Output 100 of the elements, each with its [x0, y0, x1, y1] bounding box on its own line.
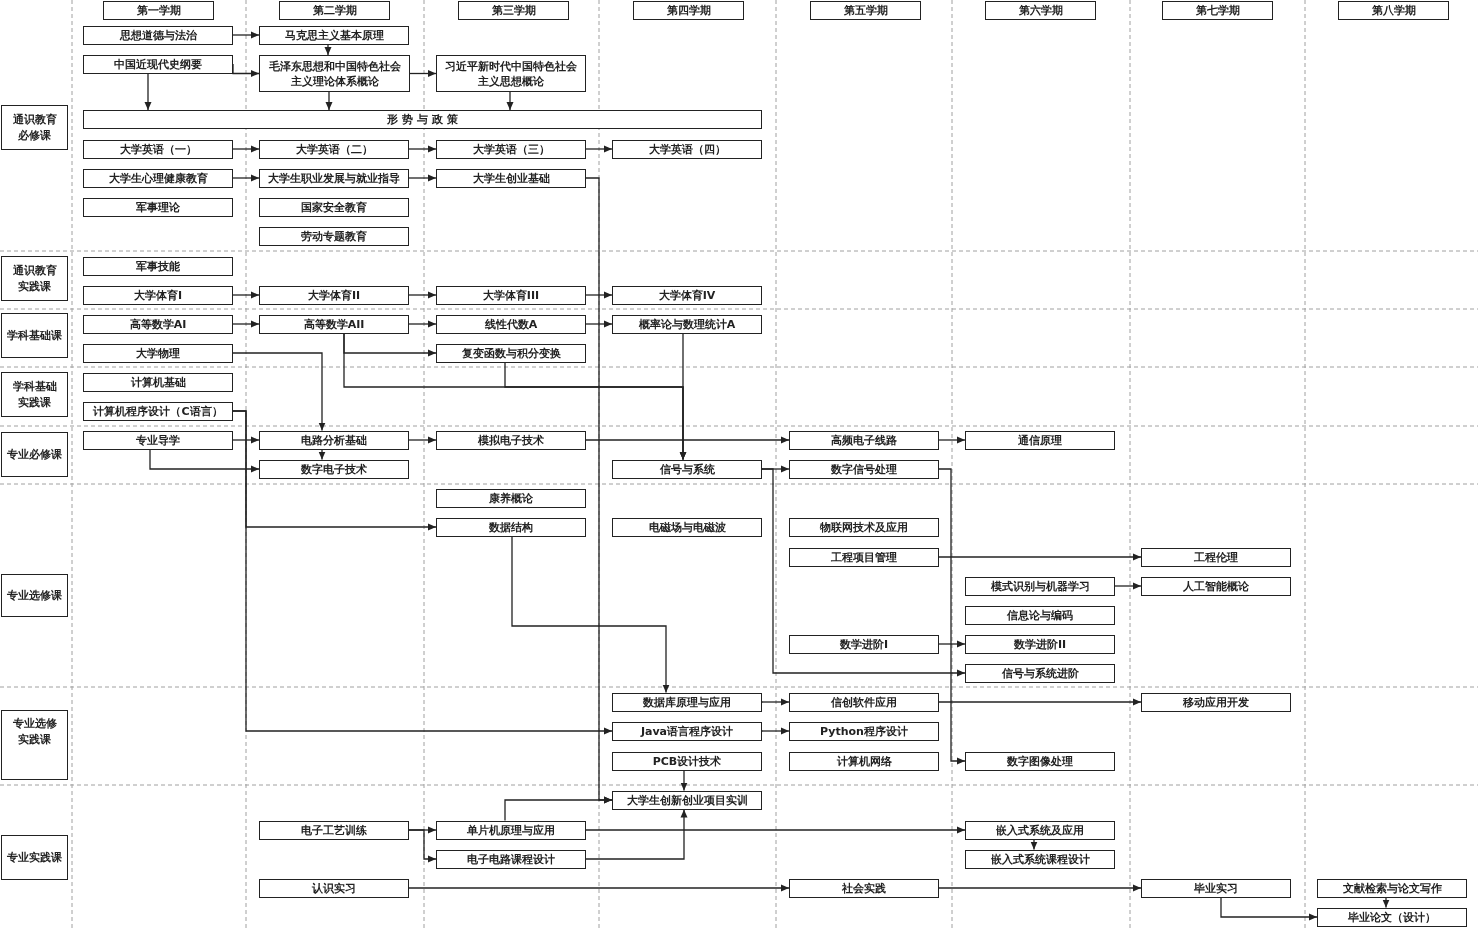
arrow [232, 31, 260, 39]
arrow [585, 291, 613, 299]
arrow [232, 320, 260, 328]
course-box: 文献检索与论文写作 [1317, 878, 1467, 898]
arrow [938, 468, 966, 765]
arrow [318, 448, 326, 461]
arrow [408, 145, 437, 153]
category-box: 专业必修课 [1, 432, 68, 477]
course-box: 计算机网络 [789, 751, 939, 771]
course-box: 数学进阶II [965, 634, 1115, 654]
course-box: 劳动专题教育 [259, 226, 409, 246]
course-box: 高等数学AII [259, 314, 409, 334]
course-box: 电子工艺训练 [259, 820, 409, 840]
course-box: 高等数学AI [83, 314, 233, 334]
course-box: 嵌入式系统及应用 [965, 820, 1115, 840]
course-box: 大学生心理健康教育 [83, 168, 233, 188]
course-box: 军事技能 [83, 256, 233, 276]
semester-header: 第三学期 [458, 1, 569, 20]
course-box: 单片机原理与应用 [436, 820, 586, 840]
category-box: 通识教育实践课 [1, 256, 68, 301]
course-box: 大学英语（一） [83, 139, 233, 159]
course-box: 电子电路课程设计 [436, 849, 586, 869]
arrow [1030, 838, 1038, 851]
arrow [409, 70, 437, 77]
arrow [680, 769, 688, 792]
course-box: 信号与系统 [612, 459, 762, 479]
course-box: 物联网技术及应用 [789, 517, 939, 537]
course-box: 高频电子线路 [789, 430, 939, 450]
arrow [232, 436, 260, 444]
course-box: 大学生创新创业项目实训 [612, 790, 762, 810]
course-box: 数字图像处理 [965, 751, 1115, 771]
course-box: 模式识别与机器学习 [965, 576, 1115, 596]
arrow [761, 727, 790, 735]
course-box: 大学英语（三） [436, 139, 586, 159]
course-box: 毕业论文（设计） [1317, 907, 1467, 927]
course-box: 数据库原理与应用 [612, 692, 762, 712]
course-box: 概率论与数理统计A [612, 314, 762, 334]
course-box: 军事理论 [83, 197, 233, 217]
course-box: 数据结构 [436, 517, 586, 537]
course-box: 大学英语（二） [259, 139, 409, 159]
arrow [232, 174, 260, 182]
arrow [679, 332, 687, 461]
course-box: 毛泽东思想和中国特色社会主义理论体系概论 [259, 55, 410, 92]
arrow [1220, 896, 1318, 921]
arrow [408, 884, 790, 892]
course-box: 数学进阶I [789, 634, 939, 654]
course-box: 大学体育I [83, 285, 233, 305]
arrow [938, 698, 1142, 706]
course-box: 大学体育II [259, 285, 409, 305]
arrow [504, 796, 613, 822]
arrow [324, 43, 332, 56]
arrow [938, 436, 966, 444]
course-box: 信息论与编码 [965, 605, 1115, 625]
course-box: 计算机程序设计（C语言） [83, 401, 233, 421]
course-box: 大学生职业发展与就业指导 [259, 168, 409, 188]
course-box: 电路分析基础 [259, 430, 409, 450]
course-box: 移动应用开发 [1141, 692, 1291, 712]
arrow [232, 410, 613, 735]
course-box: 电磁场与电磁波 [612, 517, 762, 537]
arrow [408, 320, 437, 328]
course-box: 通信原理 [965, 430, 1115, 450]
course-box: 数字电子技术 [259, 459, 409, 479]
category-box: 专业选修课 [1, 574, 68, 617]
course-box: 思想道德与法治 [83, 25, 233, 45]
category-box: 学科基础实践课 [1, 372, 68, 417]
course-box: 信创软件应用 [789, 692, 939, 712]
arrow [325, 91, 333, 111]
course-box: 信号与系统进阶 [965, 663, 1115, 683]
course-box: 习近平新时代中国特色社会主义思想概论 [436, 55, 586, 92]
course-box: 线性代数A [436, 314, 586, 334]
course-box: 嵌入式系统课程设计 [965, 849, 1115, 869]
arrow [408, 291, 437, 299]
arrow [938, 884, 1142, 892]
arrow [149, 448, 260, 473]
arrow [585, 320, 613, 328]
course-box: 工程伦理 [1141, 547, 1291, 567]
semester-header: 第一学期 [103, 1, 214, 20]
arrow [585, 826, 966, 834]
category-box: 专业选修实践课 [1, 710, 68, 780]
arrow [408, 174, 437, 182]
course-box: 工程项目管理 [789, 547, 939, 567]
arrow [511, 535, 670, 694]
course-box: 社会实践 [789, 878, 939, 898]
course-box: 毕业实习 [1141, 878, 1291, 898]
semester-header: 第七学期 [1162, 1, 1273, 20]
course-box: Java语言程序设计 [612, 721, 762, 741]
course-box: 国家安全教育 [259, 197, 409, 217]
course-box: PCB设计技术 [612, 751, 762, 771]
arrow [761, 468, 966, 677]
semester-header: 第五学期 [810, 1, 921, 20]
course-box: 人工智能概论 [1141, 576, 1291, 596]
arrow [506, 91, 514, 111]
category-box: 通识教育必修课 [1, 105, 68, 150]
course-box: Python程序设计 [789, 721, 939, 741]
semester-header: 第四学期 [633, 1, 744, 20]
category-box: 专业实践课 [1, 835, 68, 880]
course-box: 大学英语（四） [612, 139, 762, 159]
course-box: 模拟电子技术 [436, 430, 586, 450]
semester-header: 第六学期 [985, 1, 1096, 20]
category-box: 学科基础课 [1, 313, 68, 358]
